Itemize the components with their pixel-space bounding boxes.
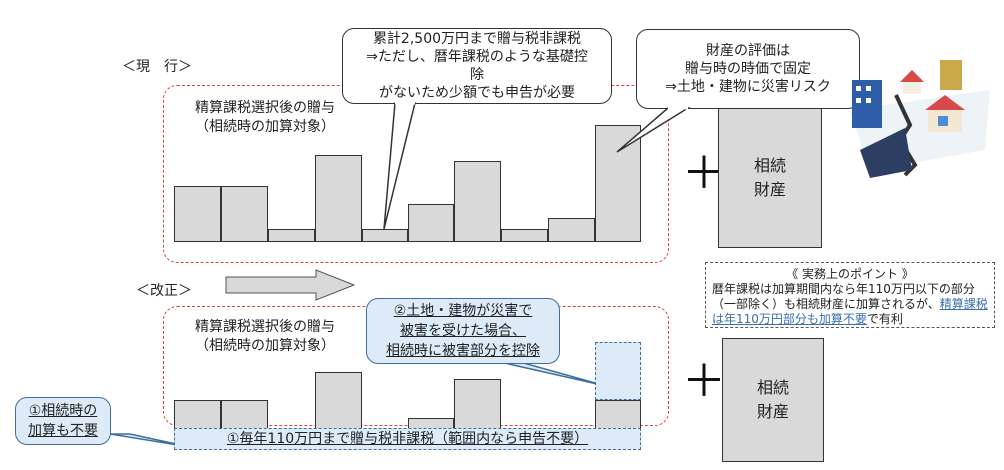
practical-point-body: 暦年課税は加算期間内なら年110万円以下の部分（一部除く）も相続財産に加算される…	[712, 282, 975, 311]
callout-no-addition: ①相続時の 加算も不要	[15, 397, 111, 445]
inherited-estate-box: 相続 財産	[722, 338, 824, 462]
reform-label: ＜改正＞	[136, 283, 192, 299]
callout-cumulative-exemption: 累計2,500万円まで贈与税非課税 ⇒ただし、暦年課税のような基礎控 除 がない…	[342, 28, 612, 104]
callout-disaster-deduction: ②土地・建物が災害で 被害を受けた場合、 相続時に被害部分を控除	[366, 298, 560, 364]
current-gift-bar	[268, 229, 315, 242]
reform-arrow	[225, 269, 356, 301]
current-gift-caption: 精算課税選択後の贈与 （相続時の加算対象）	[195, 100, 335, 135]
practical-point-title: 《 実務上のポイント 》	[786, 267, 914, 281]
inherited-estate-box: 相続 財産	[718, 108, 822, 248]
current-gift-bar	[174, 186, 221, 242]
callout-no-addition-tail	[109, 433, 191, 448]
current-gift-bar	[408, 204, 454, 242]
current-system-label: ＜現 行＞	[122, 59, 192, 75]
current-gift-bar	[501, 229, 548, 242]
current-gift-bar	[315, 155, 362, 242]
practical-point-box: 《 実務上のポイント 》 暦年課税は加算期間内なら年110万円以下の部分（一部除…	[705, 262, 995, 328]
current-gift-bar	[362, 229, 408, 242]
annual-exemption-label: ①毎年110万円まで贈与税非課税（範囲内なら申告不要）	[226, 431, 589, 447]
current-gift-bar	[221, 186, 268, 242]
annual-exemption-band	[174, 428, 641, 450]
plus-sign: ＋	[682, 356, 726, 407]
practical-point-highlight[interactable]: 精算課税は年110万円部分も加算不要	[712, 297, 988, 326]
current-gift-bar	[454, 161, 501, 242]
disaster-illustration	[850, 60, 990, 178]
practical-point-tail: で有利	[866, 312, 903, 326]
current-gift-bar	[595, 125, 641, 242]
reform-gift-caption: 精算課税選択後の贈与 （相続時の加算対象）	[195, 319, 335, 354]
callout-valuation-risk: 財産の評価は 贈与時の時価で固定 ⇒土地・建物に災害リスク	[636, 29, 860, 109]
callout-cumulative-tail	[383, 102, 416, 230]
disaster-deduction-portion	[595, 342, 641, 400]
callout-valuation-tail	[616, 107, 691, 153]
current-gift-bar	[548, 218, 595, 242]
